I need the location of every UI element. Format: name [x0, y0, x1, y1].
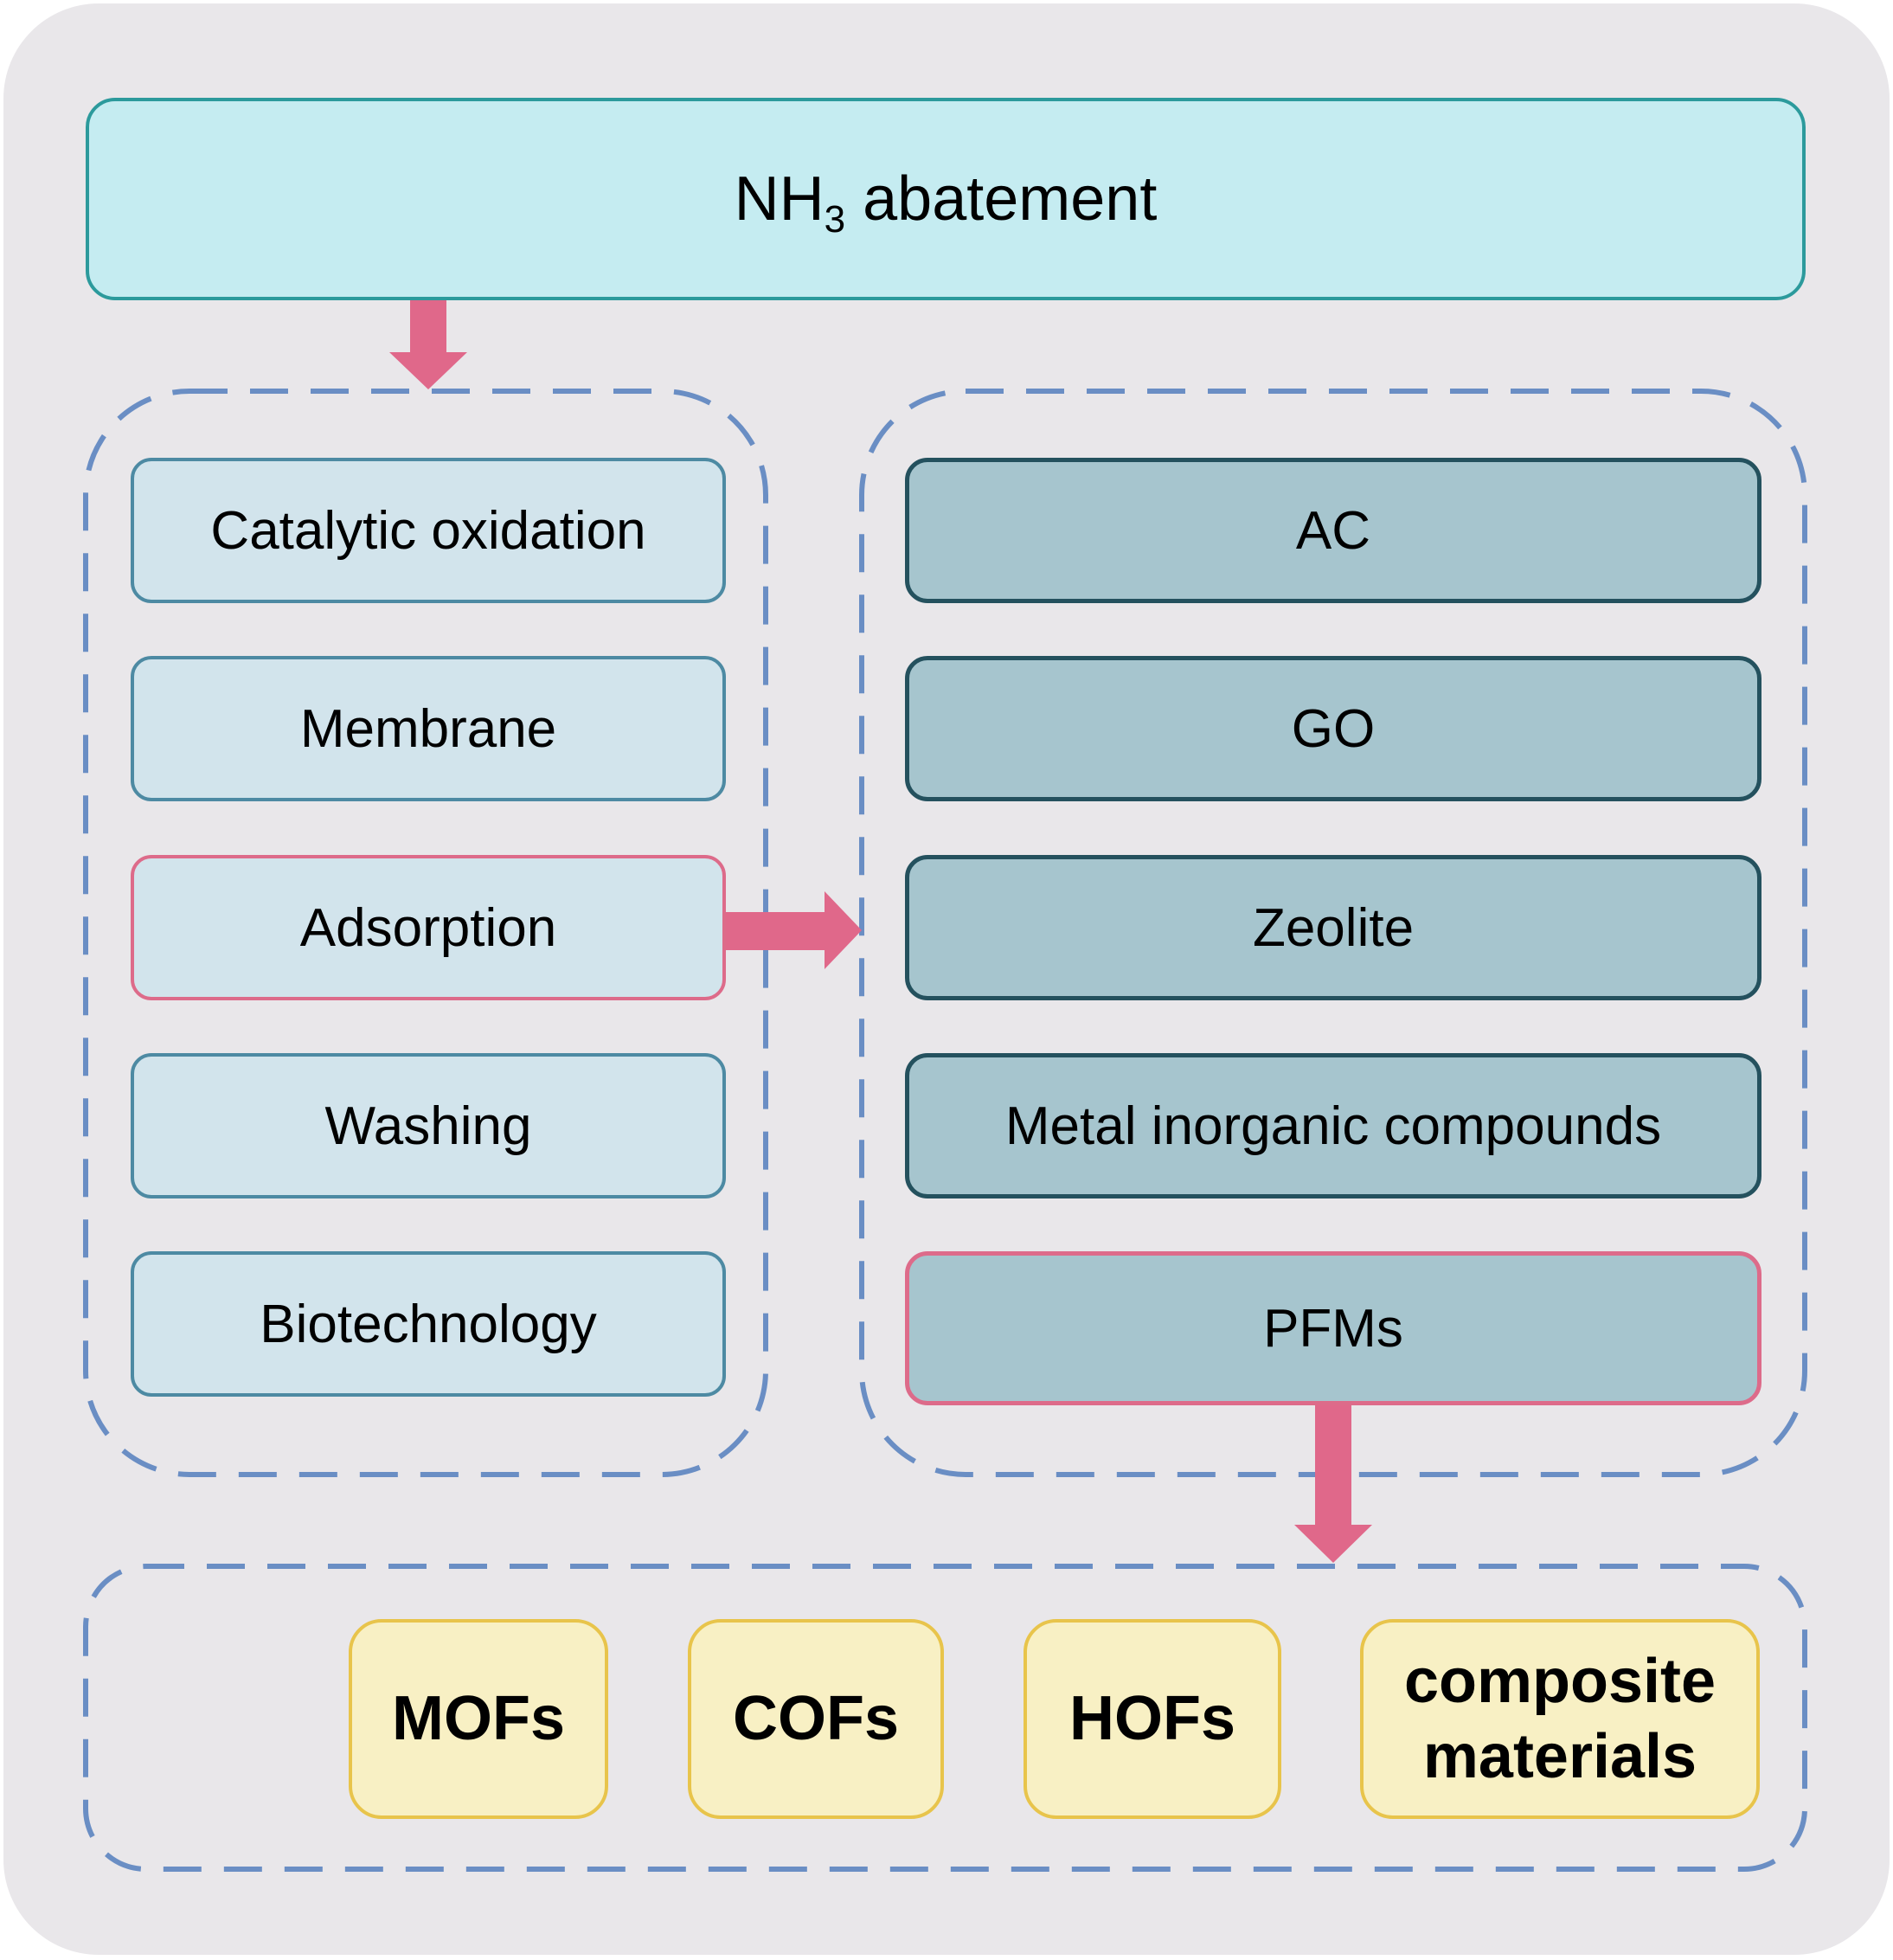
material-label: AC: [1295, 500, 1371, 561]
method-label: Adsorption: [299, 897, 557, 958]
method-label: Membrane: [299, 698, 557, 759]
material-label: Zeolite: [1252, 897, 1415, 958]
nh3-abatement-title: NH3 abatement: [734, 164, 1158, 241]
pfm-type-label: HOFs: [1068, 1684, 1236, 1754]
method-box-washing: Washing: [131, 1053, 726, 1198]
pfm-type-label: composite materials: [1403, 1647, 1717, 1791]
method-box-adsorption: Adsorption: [131, 855, 726, 1000]
material-box-metal-inorganic-compounds: Metal inorganic compounds: [905, 1053, 1761, 1198]
method-box-catalytic-oxidation: Catalytic oxidation: [131, 458, 726, 603]
method-label: Catalytic oxidation: [210, 500, 646, 561]
pfm-type-box-composite-materials: composite materials: [1360, 1619, 1760, 1819]
pfm-type-box-mofs: MOFs: [349, 1619, 608, 1819]
nh3-abatement-title-box: NH3 abatement: [86, 98, 1806, 300]
material-box-go: GO: [905, 656, 1761, 801]
method-box-membrane: Membrane: [131, 656, 726, 801]
material-box-ac: AC: [905, 458, 1761, 603]
methods-group-outline: [83, 389, 768, 1477]
material-label: Metal inorganic compounds: [1004, 1096, 1662, 1156]
pfm-type-box-hofs: HOFs: [1024, 1619, 1281, 1819]
material-label: GO: [1291, 698, 1376, 759]
method-box-biotechnology: Biotechnology: [131, 1251, 726, 1397]
material-box-zeolite: Zeolite: [905, 855, 1761, 1000]
method-label: Washing: [324, 1096, 532, 1156]
pfm-type-label: COFs: [732, 1684, 900, 1754]
material-label: PFMs: [1263, 1298, 1403, 1359]
method-label: Biotechnology: [260, 1294, 597, 1354]
arrow-header-to-methods: [389, 300, 467, 389]
arrow-pfms-to-types: [1294, 1405, 1372, 1563]
pfm-types-group-outline: [83, 1564, 1807, 1872]
material-box-pfms: PFMs: [905, 1251, 1761, 1405]
pfm-type-label: MOFs: [391, 1684, 565, 1754]
pfm-type-box-cofs: COFs: [688, 1619, 944, 1819]
arrow-adsorption-to-materials: [726, 891, 862, 969]
